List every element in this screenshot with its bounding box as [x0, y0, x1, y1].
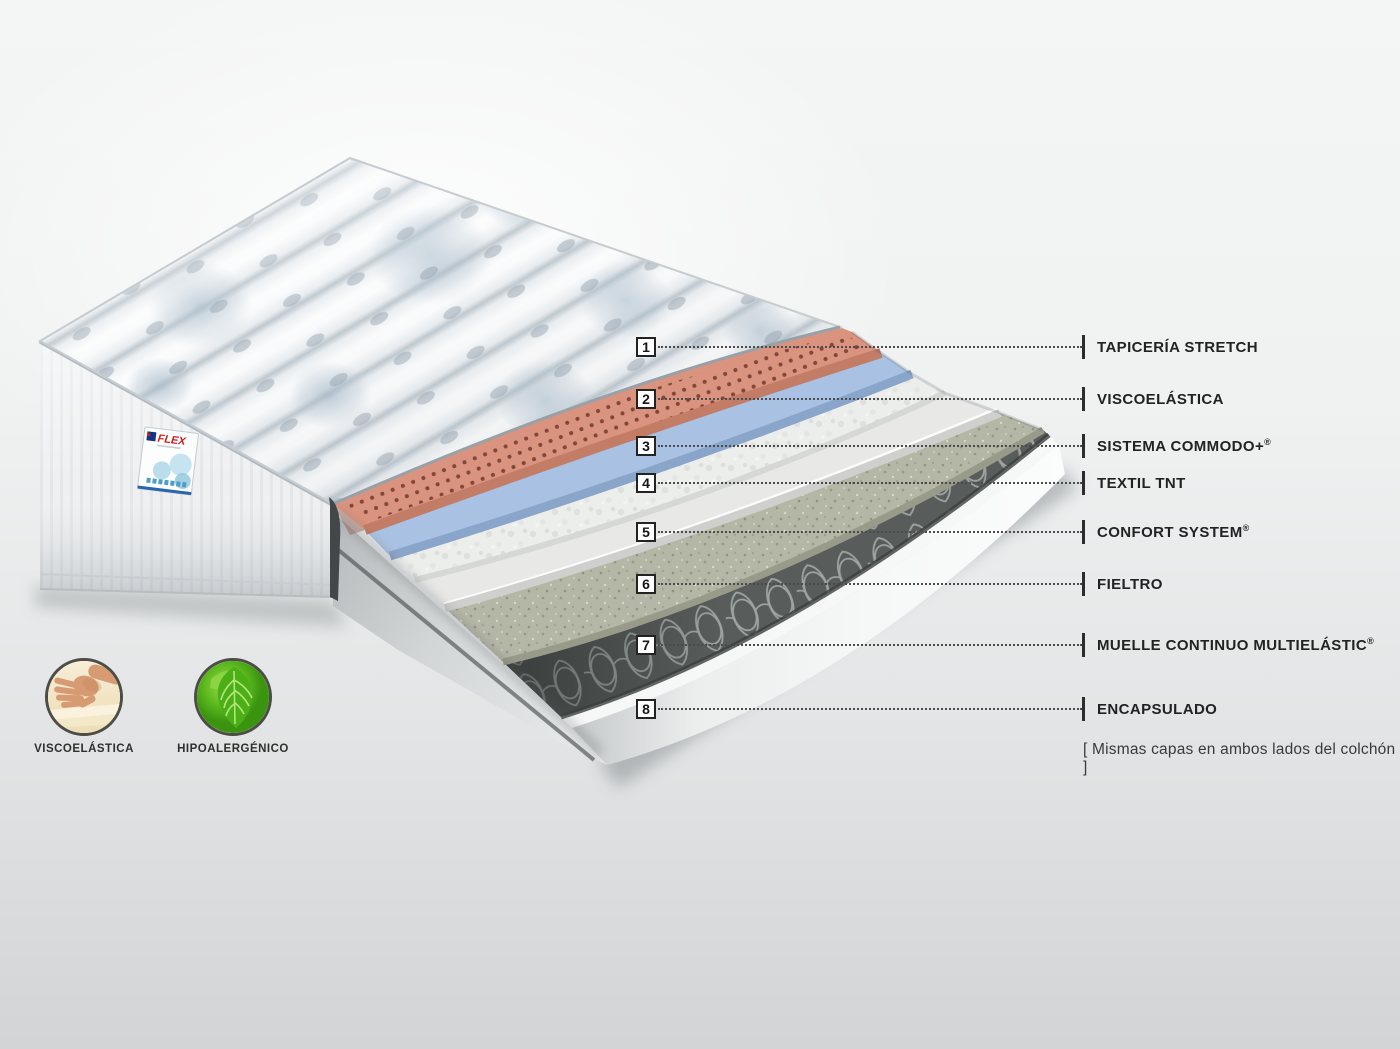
- layer-number-box: 4: [636, 473, 656, 493]
- layer-row-5: 5 CONFORT SYSTEM®: [636, 520, 1250, 544]
- leader-dotted-line: [658, 445, 1082, 447]
- leader-tick: [1082, 572, 1085, 596]
- layer-label: TAPICERÍA STRETCH: [1097, 339, 1258, 356]
- leader-dotted-line: [658, 644, 1082, 646]
- layer-row-1: 1 TAPICERÍA STRETCH: [636, 335, 1258, 359]
- hand-on-foam-icon: [45, 658, 123, 736]
- layer-number-box: 2: [636, 389, 656, 409]
- layer-row-8: 8 ENCAPSULADO: [636, 697, 1217, 721]
- base-seam-line: [334, 546, 596, 762]
- flex-brand-text: FLEX: [157, 433, 187, 448]
- layer-row-6: 6 FIELTRO: [636, 572, 1163, 596]
- layer-label: CONFORT SYSTEM®: [1097, 523, 1250, 541]
- leader-dotted-line: [658, 708, 1082, 710]
- layer-label: MUELLE CONTINUO MULTIELÁSTIC®: [1097, 636, 1375, 654]
- layer-number-box: 6: [636, 574, 656, 594]
- layer-row-3: 3 SISTEMA COMMODO+®: [636, 434, 1271, 458]
- badge-hipoalergenico: HIPOALERGÉNICO: [163, 658, 303, 755]
- layer-row-7: 7 MUELLE CONTINUO MULTIELÁSTIC®: [636, 633, 1374, 657]
- layer-textil-tnt-slab: [390, 374, 947, 583]
- leader-tick: [1082, 520, 1085, 544]
- staircase-edge: [851, 330, 1044, 432]
- leader-tick: [1082, 335, 1085, 359]
- flex-label: FLEX: [137, 426, 199, 496]
- layer-number-box: 7: [636, 635, 656, 655]
- pressing-hand: [54, 664, 120, 708]
- cut-crevice: [329, 497, 341, 601]
- badge-viscoelastica: VISCOELÁSTICA: [14, 658, 154, 755]
- layer-number-box: 1: [636, 337, 656, 357]
- layer-fieltro-slab: [445, 413, 1045, 666]
- leader-dotted-line: [658, 346, 1082, 348]
- layer-number-box: 8: [636, 699, 656, 719]
- layer-label: SISTEMA COMMODO+®: [1097, 437, 1272, 455]
- layer-number-box: 3: [636, 436, 656, 456]
- layer-label: VISCOELÁSTICA: [1097, 391, 1224, 408]
- leader-dotted-line: [658, 398, 1082, 400]
- layer-label: TEXTIL TNT: [1097, 475, 1186, 492]
- leader-tick: [1082, 697, 1085, 721]
- layer-number-box: 5: [636, 522, 656, 542]
- leader-tick: [1082, 434, 1085, 458]
- both-sides-note: [ Mismas capas en ambos lados del colchó…: [1083, 741, 1396, 776]
- leader-dotted-line: [658, 531, 1082, 533]
- layer-label: FIELTRO: [1097, 576, 1163, 593]
- flex-label-squares: [146, 477, 187, 488]
- layer-label: ENCAPSULADO: [1097, 701, 1218, 718]
- leader-tick: [1082, 387, 1085, 411]
- green-leaf-icon: [194, 658, 272, 736]
- layer-row-4: 4 TEXTIL TNT: [636, 471, 1186, 495]
- leader-tick: [1082, 471, 1085, 495]
- leader-tick: [1082, 633, 1085, 657]
- leader-dotted-line: [658, 583, 1082, 585]
- badge-label: HIPOALERGÉNICO: [177, 743, 289, 755]
- leader-dotted-line: [658, 482, 1082, 484]
- layer-row-2: 2 VISCOELÁSTICA: [636, 387, 1224, 411]
- badge-label: VISCOELÁSTICA: [34, 743, 134, 755]
- cut-shadow: [333, 509, 605, 757]
